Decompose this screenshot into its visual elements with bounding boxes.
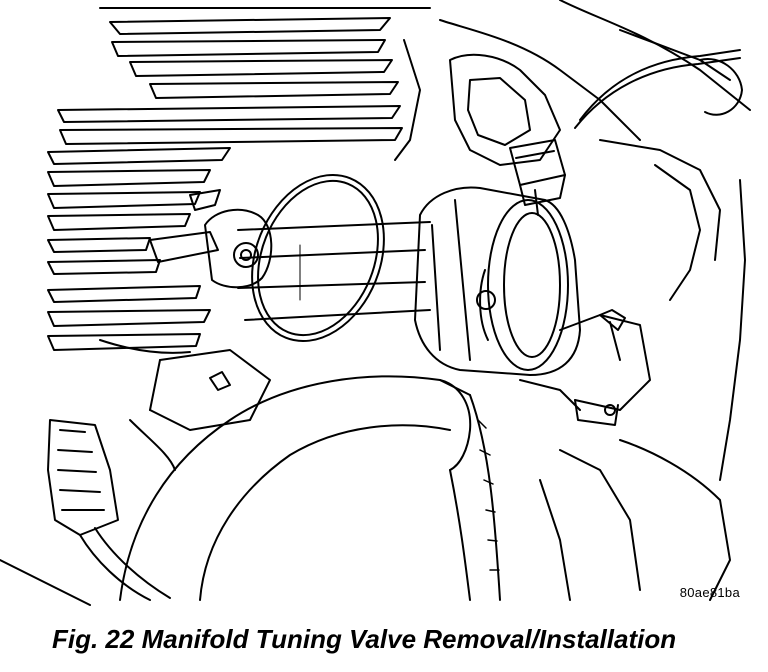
hose-duct: [120, 376, 500, 600]
figure-caption: Fig. 22 Manifold Tuning Valve Removal/In…: [52, 624, 677, 654]
valve-actuator-body: [415, 187, 580, 375]
electrical-connector: [510, 140, 565, 215]
o-ring-seal: [228, 155, 407, 361]
manifold-tuning-valve-illustration: [0, 0, 768, 610]
mounting-flange: [150, 190, 271, 287]
figure-reference-code: 80ae81ba: [679, 585, 740, 600]
wire-harness: [575, 50, 740, 128]
engine-surface: [540, 440, 730, 600]
mounting-bracket: [520, 310, 650, 425]
rear-housing: [440, 0, 750, 480]
lower-left-structure: [100, 340, 270, 470]
intake-manifold-fins: [48, 8, 430, 350]
lower-left-connector: [0, 420, 170, 605]
